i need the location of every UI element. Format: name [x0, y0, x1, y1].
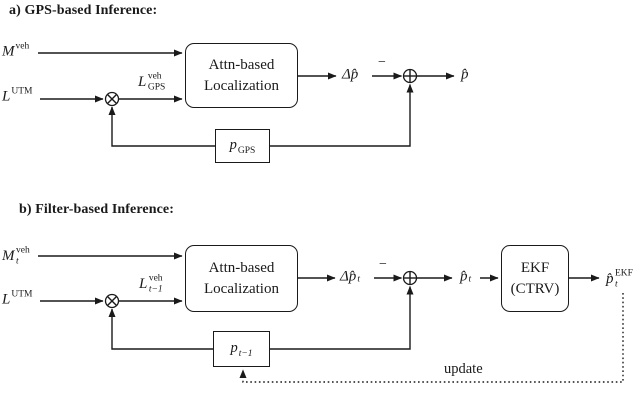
attn-localization-box-a: Attn-based Localization: [185, 43, 298, 108]
multiply-node-icon-a: [104, 91, 120, 107]
p-t1-box: pt−1: [213, 331, 270, 367]
ekf-box-line2: (CTRV): [510, 280, 560, 297]
minus-sign-b: −: [379, 257, 387, 272]
multiply-node-icon-b: [104, 293, 120, 309]
signal-arrows-b: [38, 252, 624, 383]
minus-sign-a: −: [378, 55, 386, 70]
attn-box-b-line2: Localization: [204, 280, 279, 297]
label-p-hat-t-ekf: p̂ EKF t: [606, 268, 633, 289]
attn-localization-box-b: Attn-based Localization: [185, 245, 298, 312]
label-p-hat-t: p̂t: [460, 268, 472, 285]
attn-box-a-line2: Localization: [204, 77, 279, 94]
label-l-t1-veh: L veh t−1: [139, 273, 163, 294]
label-m-t-veh: M veh t: [2, 245, 30, 266]
p-gps-box: pGPS: [215, 129, 270, 163]
update-label: update: [444, 361, 483, 377]
diagram-b-title: b) Filter-based Inference:: [19, 202, 175, 217]
diagram-a-title: a) GPS-based Inference:: [9, 3, 158, 18]
ekf-ctrv-box: EKF (CTRV): [501, 245, 569, 312]
attn-box-b-line1: Attn-based: [208, 260, 275, 277]
signal-arrows-a: [38, 49, 455, 147]
ekf-box-line1: EKF: [520, 260, 550, 277]
label-p-hat: p̂: [461, 66, 469, 83]
label-l-gps-veh: L veh GPS: [138, 71, 166, 92]
add-node-icon-b: [402, 270, 418, 286]
attn-box-a-line1: Attn-based: [208, 57, 275, 74]
label-delta-p-hat: Δp̂: [342, 66, 359, 83]
add-node-icon-a: [402, 68, 418, 84]
label-delta-p-hat-t: Δp̂t: [340, 268, 360, 285]
